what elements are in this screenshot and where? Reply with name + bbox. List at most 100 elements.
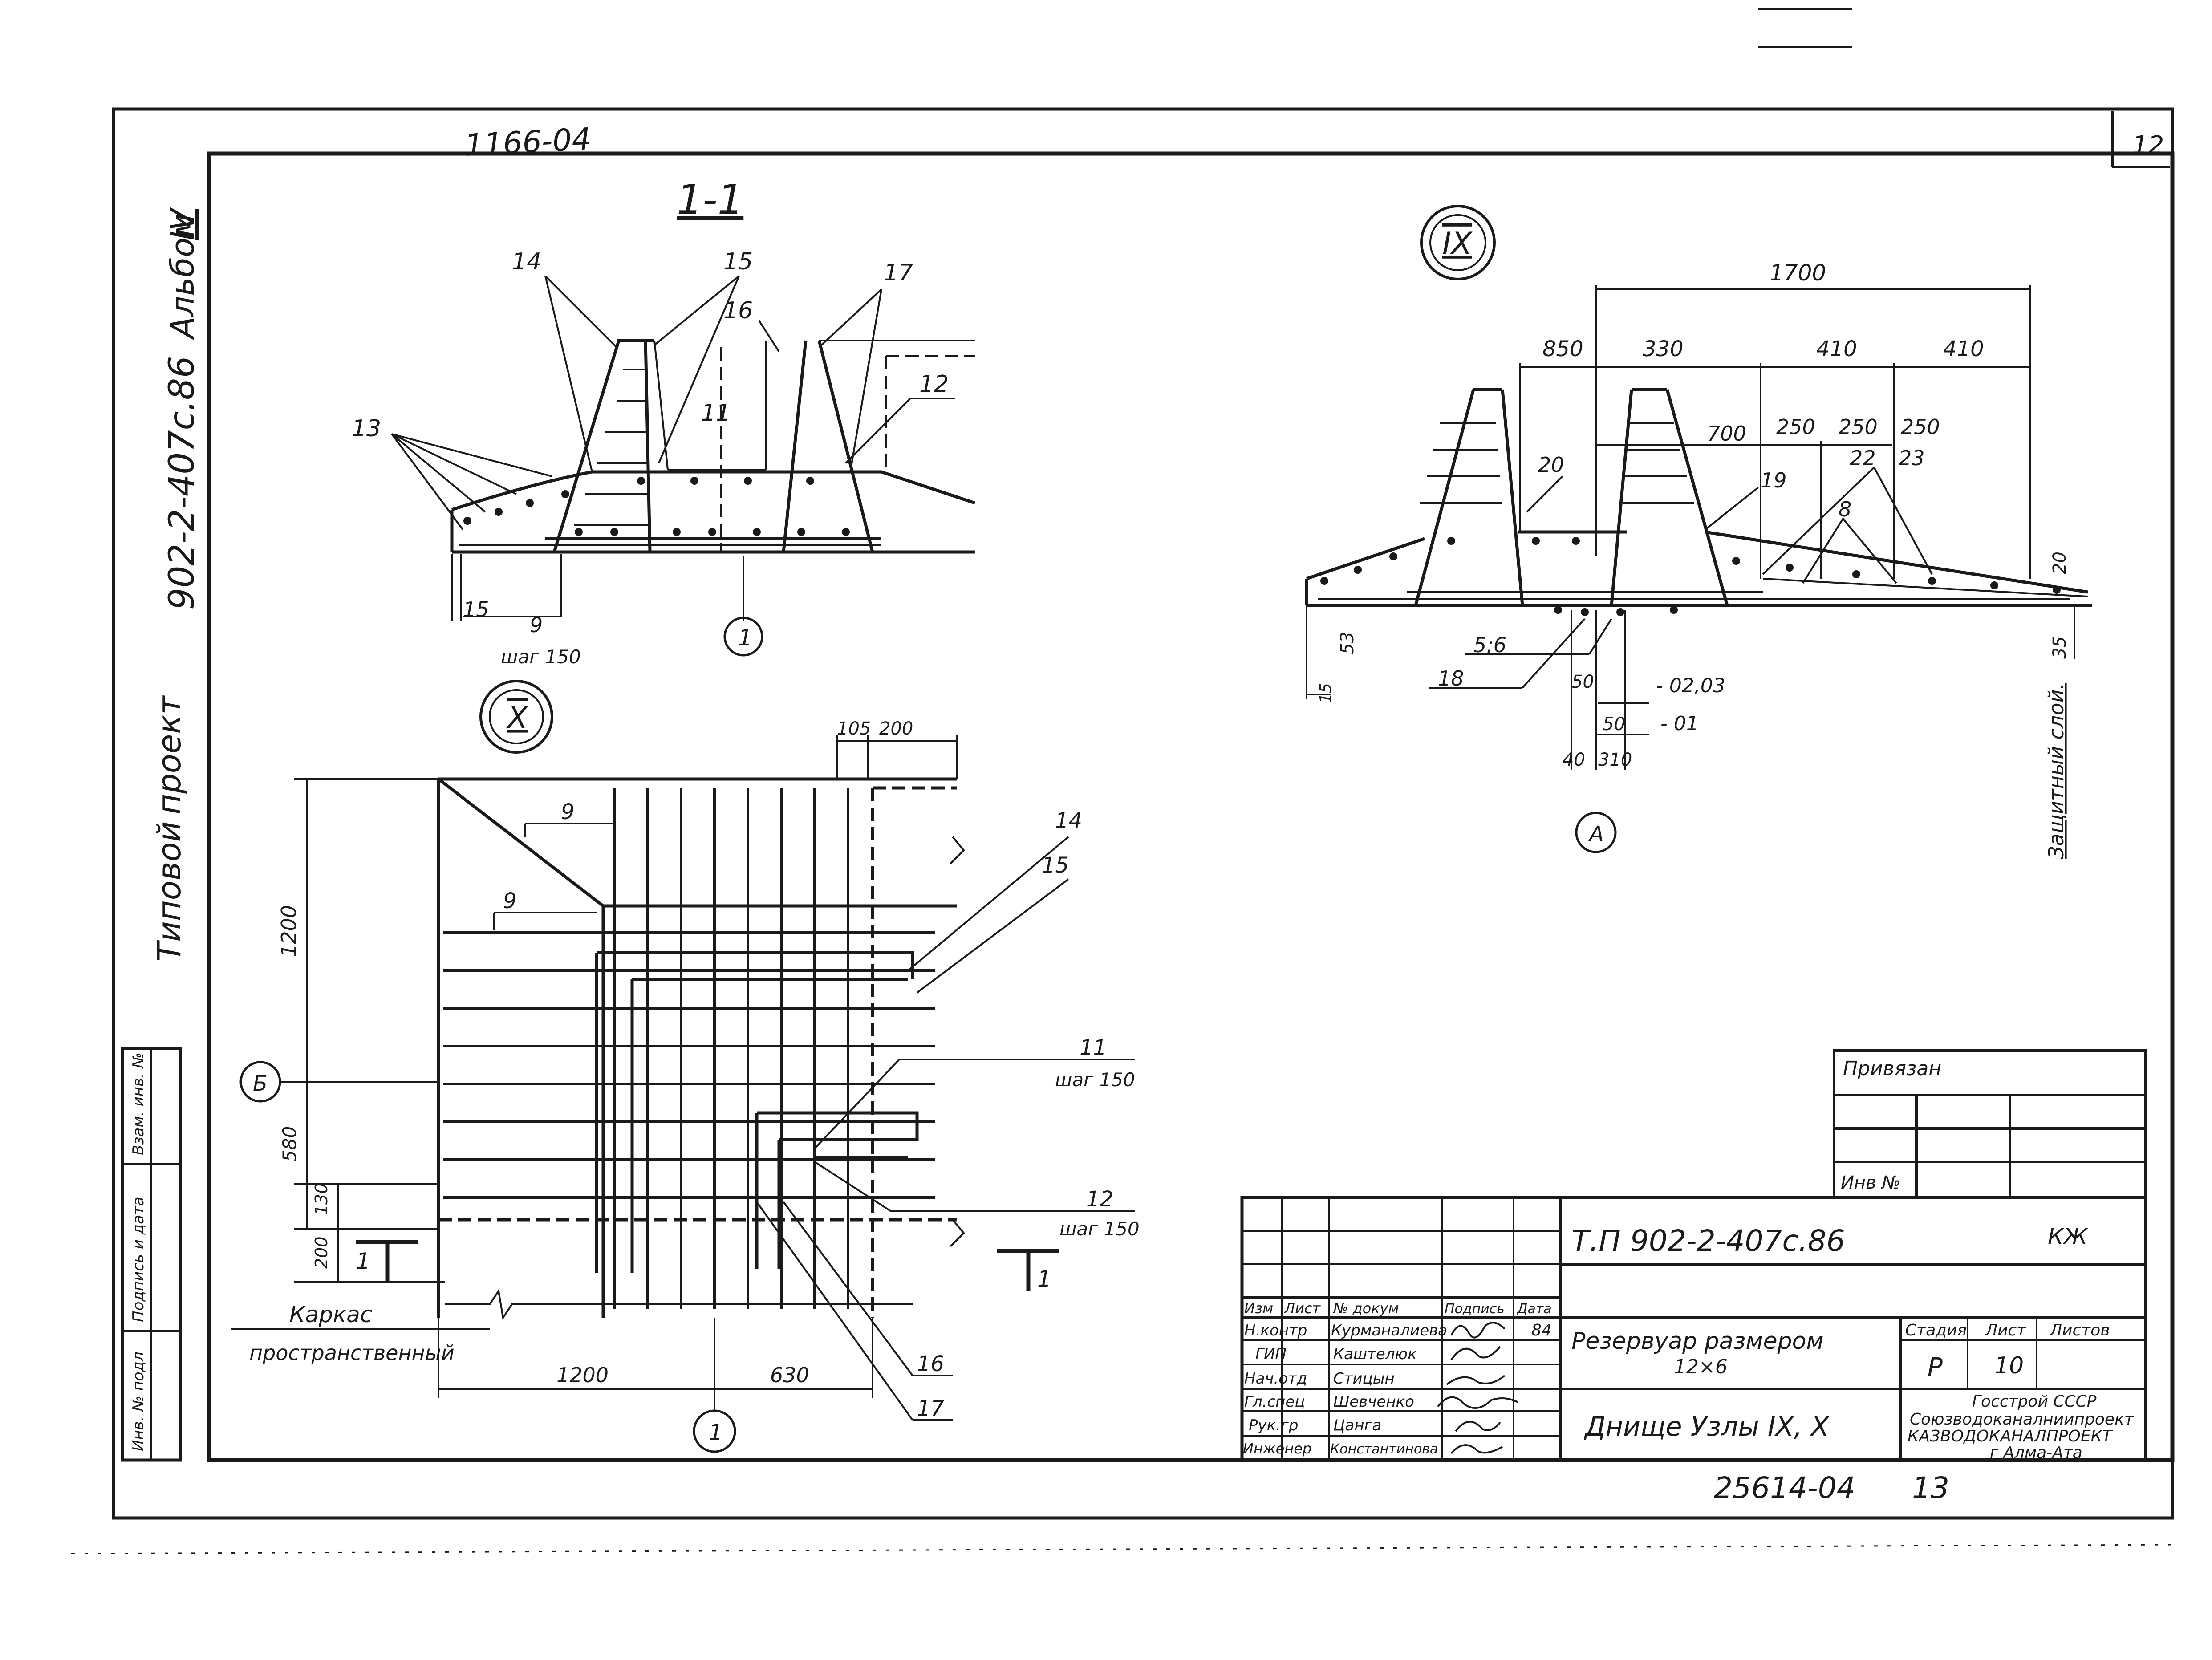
privyazan-inv: Инв № <box>1841 1173 1900 1193</box>
axis-marker-1-bottom: 1 <box>693 1409 736 1453</box>
dim-310: 310 <box>1598 750 1632 770</box>
svg-text:А: А <box>1588 822 1604 847</box>
node-ix: IX <box>1305 205 2092 859</box>
dim-1200-left: 1200 <box>277 905 301 957</box>
callout-15-x: 15 <box>1042 853 1069 878</box>
bottom-sheet-number: 13 <box>1912 1471 1949 1505</box>
level-01: - 01 <box>1660 712 1699 735</box>
axis-marker-b: Б <box>239 1061 281 1103</box>
role-inzhener: Инженер <box>1243 1440 1311 1457</box>
album-label-vertical: Альбом <box>164 214 201 340</box>
dim-250-b: 250 <box>1839 415 1878 439</box>
section-1-1-rebar-dots <box>463 477 850 536</box>
left-stamp: Инв. № подл Подпись и дата Взам. инв. № <box>121 1047 182 1462</box>
callout-12: 12 <box>919 371 949 398</box>
col-doc-no: № докум <box>1332 1300 1399 1317</box>
callout-23: 23 <box>1899 446 1925 470</box>
sheet-value: 10 <box>1994 1352 2024 1379</box>
node-x-label: X <box>479 680 553 754</box>
name-stitsyn: Стицын <box>1333 1370 1395 1388</box>
name-kashtelyuk: Каштелюк <box>1333 1345 1417 1363</box>
callout-12-x: 12 <box>1086 1187 1113 1212</box>
stamp-replace-inv: Взам. инв. № <box>130 1052 147 1155</box>
callout-16-x: 16 <box>917 1352 944 1376</box>
col-izm: Изм <box>1244 1300 1273 1317</box>
dim-250-c: 250 <box>1901 415 1940 439</box>
dim-1200-bottom: 1200 <box>556 1363 609 1387</box>
callout-9-a: 9 <box>561 800 575 824</box>
org-line1: Госстрой СССР <box>1972 1392 2097 1411</box>
archive-number: 1166-04 <box>464 122 592 163</box>
name-kurmanalieva: Курманалиева <box>1331 1322 1447 1339</box>
dim-40: 40 <box>1563 750 1585 770</box>
dim-105: 105 <box>837 718 871 739</box>
role-nach-otd: Нач.отд <box>1244 1370 1307 1388</box>
sheet-title: Днище Узлы IX, X <box>1583 1411 1830 1442</box>
callout-18: 18 <box>1438 666 1464 690</box>
callout-14-x: 14 <box>1055 808 1082 833</box>
sheet-number: 12 <box>2132 131 2164 160</box>
callout-22: 22 <box>1850 446 1876 470</box>
col-list: Лист <box>1284 1300 1321 1317</box>
dim-35: 35 <box>2050 636 2070 659</box>
sheet-frames <box>71 8 2177 1554</box>
dim-20-right: 20 <box>2050 552 2070 574</box>
dim-50-a: 50 <box>1571 672 1594 692</box>
role-gl-spec: Гл.спец <box>1244 1393 1305 1411</box>
axis-marker-1-top: 1 <box>723 617 763 657</box>
section-1-1-title: 1-1 <box>677 176 743 223</box>
callout-15: 15 <box>723 248 753 275</box>
title-block: Т.П 902-2-407с.86 КЖ Изм Лист № докум По… <box>1240 1196 2147 1462</box>
col-signature: Подпись <box>1445 1301 1505 1317</box>
sheets-header: Листов <box>2049 1321 2110 1339</box>
sheet-header: Лист <box>1985 1321 2026 1339</box>
bottom-registration-number: 25614-04 <box>1714 1471 1855 1505</box>
pitch-150-11: шаг 150 <box>1055 1069 1135 1091</box>
svg-text:1: 1 <box>709 1420 723 1445</box>
privyazan-block: Привязан Инв № <box>1833 1049 2147 1199</box>
dim-250-a: 250 <box>1776 415 1815 439</box>
dim-580: 580 <box>279 1126 300 1162</box>
dim-850: 850 <box>1542 337 1583 361</box>
left-vertical-labels: 902-2-407с.86 Альбом IV Типовой проект <box>150 207 202 962</box>
dim-53: 53 <box>1337 632 1358 654</box>
privyazan-title: Привязан <box>1843 1057 1941 1080</box>
sign-date-84: 84 <box>1531 1321 1552 1339</box>
pitch-150-1: шаг 150 <box>501 646 581 668</box>
axis-marker-a: А <box>1575 812 1617 853</box>
dim-630: 630 <box>770 1363 809 1387</box>
callout-20: 20 <box>1538 453 1564 477</box>
stage-header: Стадия <box>1905 1321 1967 1339</box>
callout-5-6: 5;6 <box>1473 633 1506 657</box>
node-x-horizontal-bars <box>443 931 935 1199</box>
callout-14: 14 <box>512 248 541 275</box>
object-title-line1: Резервуар размером <box>1571 1328 1824 1355</box>
callout-8: 8 <box>1839 497 1851 521</box>
dim-200-left: 200 <box>312 1236 331 1269</box>
project-type-word2: проект <box>150 695 188 815</box>
dim-410-b: 410 <box>1943 337 1984 361</box>
org-line3: КАЗВОДОКАНАЛПРОЕКТ <box>1908 1427 2113 1445</box>
section-mark-1-left: 1 <box>356 1248 370 1274</box>
doc-code: Т.П 902-2-407с.86 <box>1571 1224 1845 1258</box>
node-ix-rebar-dots <box>1320 537 2061 616</box>
role-gip: ГИП <box>1255 1345 1287 1363</box>
dim-700: 700 <box>1707 422 1746 446</box>
frame-label-1: Каркас <box>289 1302 372 1327</box>
stamp-signature-date: Подпись и дата <box>130 1197 147 1322</box>
protective-layer-label: Защитный слой. <box>2044 683 2068 859</box>
callout-17-x: 17 <box>917 1396 945 1421</box>
project-type-word1: Типовой <box>150 821 188 962</box>
role-ruk-gr: Рук.гр <box>1249 1416 1298 1434</box>
dim-1700: 1700 <box>1770 260 1826 286</box>
signatures <box>1437 1322 1518 1454</box>
node-x: X <box>231 680 1140 1453</box>
project-code-vertical: 902-2-407с.86 <box>162 356 202 610</box>
name-shevchenko: Шевченко <box>1333 1393 1414 1411</box>
role-n-kontr: Н.контр <box>1244 1322 1307 1339</box>
org-line4: г Алма-Ата <box>1990 1444 2082 1462</box>
svg-text:IX: IX <box>1442 226 1473 261</box>
node-ix-label: IX <box>1420 205 1496 280</box>
dim-330: 330 <box>1643 337 1684 361</box>
